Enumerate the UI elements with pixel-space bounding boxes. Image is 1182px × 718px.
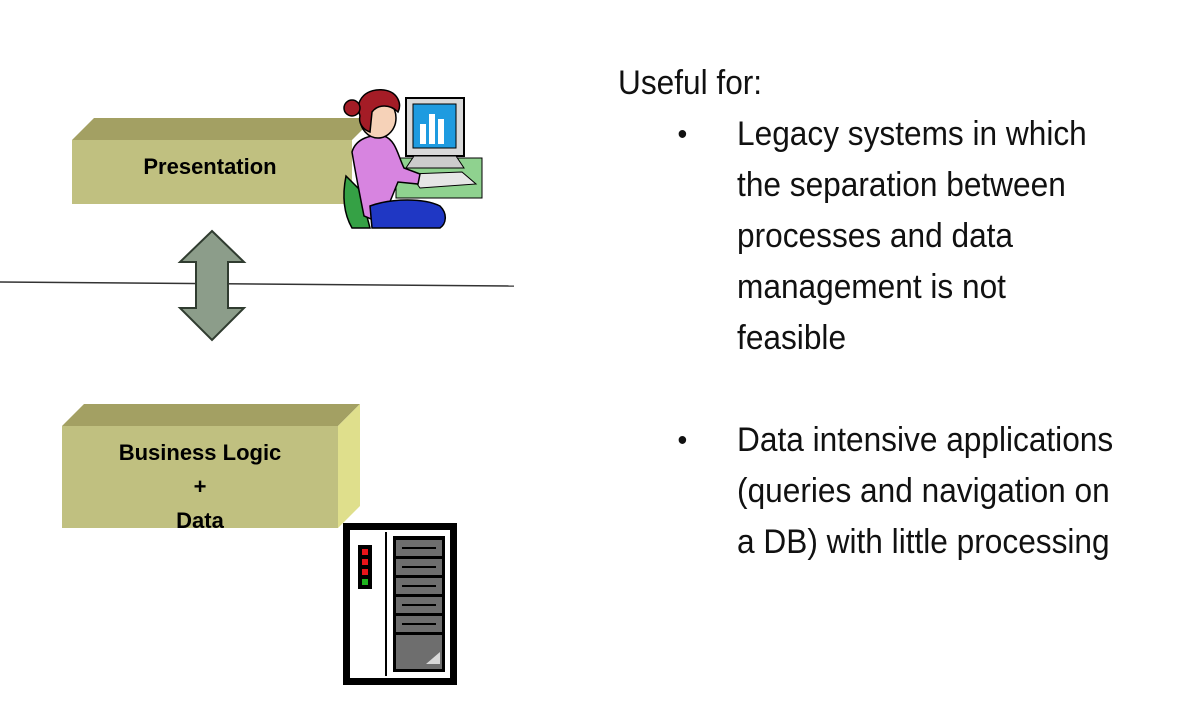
bullet-text: Legacy systems in which the separation b… [737, 115, 1087, 357]
user-at-computer-icon [343, 89, 483, 229]
data-label: Data [176, 508, 224, 533]
server-rack-icon [343, 523, 457, 685]
tier-separator-line [0, 281, 515, 287]
presentation-box-top [72, 118, 374, 140]
useful-for-heading: Useful for: [618, 64, 763, 102]
presentation-label: Presentation [143, 154, 276, 179]
bullet-icon: • [677, 118, 688, 151]
useful-for-panel: Useful for: • Legacy systems in which th… [618, 58, 1120, 619]
architecture-diagram: Presentation Business Logic + [0, 89, 515, 685]
business-box-top [62, 404, 360, 426]
useful-for-list: • Legacy systems in which the separation… [618, 109, 1120, 568]
plus-label: + [194, 474, 207, 499]
list-item: • Data intensive applications (queries a… [618, 415, 1120, 568]
business-box-front [62, 426, 338, 528]
presentation-box: Presentation [72, 118, 374, 204]
business-logic-data-box: Business Logic + Data [62, 404, 360, 533]
double-arrow-icon [177, 229, 247, 342]
bullet-icon: • [677, 424, 688, 457]
business-box-side [338, 404, 360, 528]
bullet-text: Data intensive applications (queries and… [737, 421, 1114, 561]
list-item: • Legacy systems in which the separation… [618, 109, 1120, 364]
business-logic-label: Business Logic [119, 440, 282, 465]
presentation-box-front [72, 140, 352, 204]
